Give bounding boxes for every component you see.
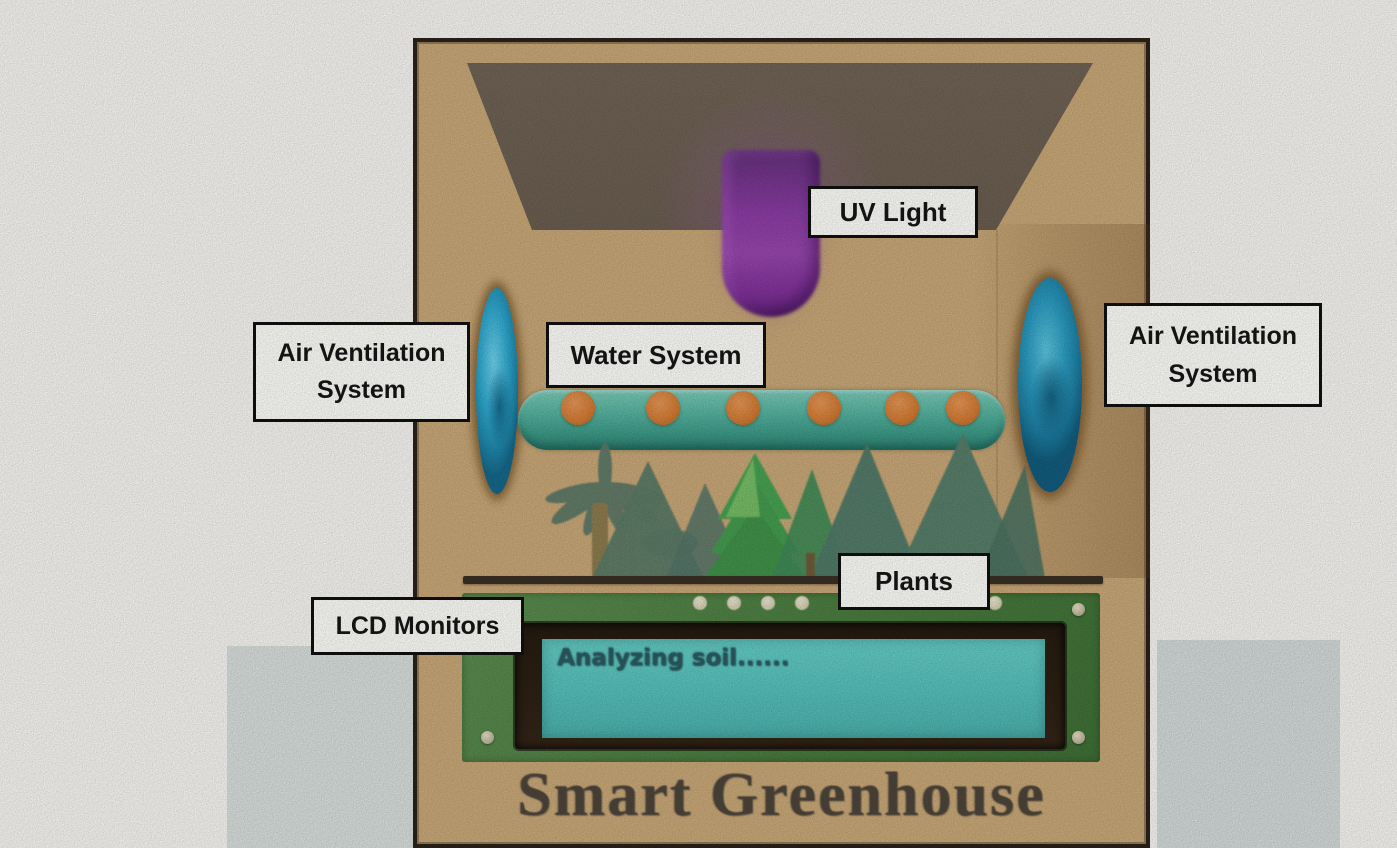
label-plants: Plants [838,553,990,610]
sprinkler-nozzle [726,391,760,425]
label-water-system-text: Water System [570,339,742,370]
sprinkler-nozzle [807,391,841,425]
diagram-title: Smart Greenhouse [517,761,1046,829]
label-air-ventilation-left-line2: System [317,376,406,404]
greenhouse-body: Analyzing soil...... Smart Greenhouse [413,38,1150,848]
label-uv-light-text: UV Light [839,196,947,227]
paper-shadow-left [227,646,415,848]
label-air-ventilation-right-line2: System [1168,360,1258,388]
screw-dot [1072,603,1085,616]
tree-trunk [806,553,815,578]
screw-dot [481,731,494,744]
label-plants-text: Plants [874,566,954,596]
lcd-status-text: Analyzing soil...... [557,645,790,671]
label-uv-light: UV Light [808,186,978,238]
shelf-edge [463,576,1103,584]
label-water-system: Water System [546,322,766,388]
led-dot [693,596,707,610]
led-dot [727,596,741,610]
paper-shadow-right [1157,640,1340,848]
screw-dot [1072,731,1085,744]
label-lcd-monitors-text: LCD Monitors [335,611,500,640]
label-lcd-monitors: LCD Monitors [311,597,524,655]
sprinkler-nozzle [885,391,919,425]
uv-lamp [722,150,820,317]
label-air-ventilation-right: Air Ventilation System [1104,303,1322,407]
sprinkler-nozzle [561,391,595,425]
label-air-ventilation-left-line1: Air Ventilation [277,339,446,367]
led-dot [761,596,775,610]
led-dot [795,596,809,610]
ventilation-fan-left [476,288,518,494]
label-air-ventilation-right-line1: Air Ventilation [1128,322,1298,350]
sprinkler-nozzle [946,391,980,425]
led-dot [988,596,1002,610]
label-air-ventilation-left: Air Ventilation System [253,322,470,422]
sprinkler-nozzle [646,391,680,425]
